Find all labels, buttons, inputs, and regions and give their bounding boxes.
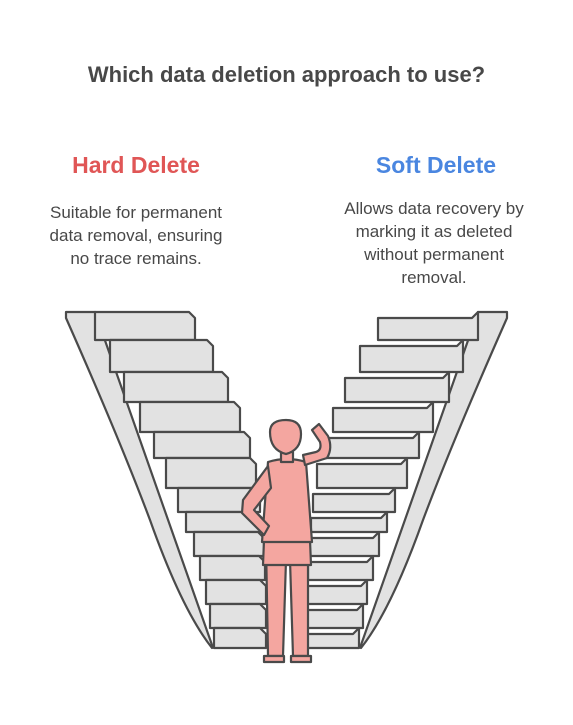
person-right-foot	[289, 654, 313, 664]
hard-delete-description: Suitable for permanent data removal, ens…	[26, 201, 246, 270]
left-step	[192, 530, 266, 558]
left-step	[152, 430, 252, 460]
right-step	[305, 578, 369, 606]
person-left-arm	[240, 464, 273, 537]
right-step	[305, 626, 361, 650]
left-step	[108, 338, 215, 374]
soft-delete-title: Soft Delete	[375, 152, 497, 178]
hard-delete-description-line: no trace remains.	[70, 249, 202, 268]
person-left-foot	[262, 654, 286, 664]
soft-delete-description: Allows data recovery by marking it as de…	[324, 197, 544, 289]
left-step	[138, 400, 242, 434]
left-step	[93, 310, 197, 342]
hard-delete-description-line: Suitable for permanent	[50, 203, 222, 222]
right-step	[331, 400, 435, 434]
soft-delete-description-line: marking it as deleted	[355, 222, 513, 241]
person-right-arm	[301, 422, 332, 467]
left-step	[122, 370, 230, 404]
right-step	[376, 310, 480, 342]
left-staircase-body	[64, 310, 214, 650]
hard-delete-description-line: data removal, ensuring	[49, 226, 223, 245]
right-step	[315, 456, 409, 490]
right-step	[306, 554, 375, 582]
left-step	[164, 456, 258, 490]
right-step	[305, 602, 365, 630]
left-step	[204, 578, 268, 606]
hard-delete-title: Hard Delete	[72, 152, 200, 178]
staircase-illustration	[64, 310, 509, 664]
soft-delete-description-line: removal.	[401, 268, 467, 287]
right-staircase-body	[359, 310, 509, 650]
soft-delete-description-line: Allows data recovery by	[344, 199, 524, 218]
right-step	[307, 530, 381, 558]
right-step	[358, 338, 465, 374]
diagram-title: Which data deletion approach to use?	[87, 62, 486, 87]
right-step	[311, 486, 397, 514]
left-step	[198, 554, 267, 582]
left-steps	[93, 310, 268, 650]
right-step	[321, 430, 421, 460]
right-steps	[305, 310, 480, 650]
soft-delete-description-line: without permanent	[364, 245, 504, 264]
person-hips	[261, 538, 313, 567]
right-step	[343, 370, 451, 404]
right-step	[309, 510, 389, 534]
thinking-person	[240, 418, 332, 664]
person-head	[268, 418, 303, 456]
person-torso	[260, 457, 314, 544]
right-staircase	[359, 310, 509, 650]
left-step	[208, 602, 268, 630]
left-step	[212, 626, 268, 650]
left-staircase	[64, 310, 214, 650]
